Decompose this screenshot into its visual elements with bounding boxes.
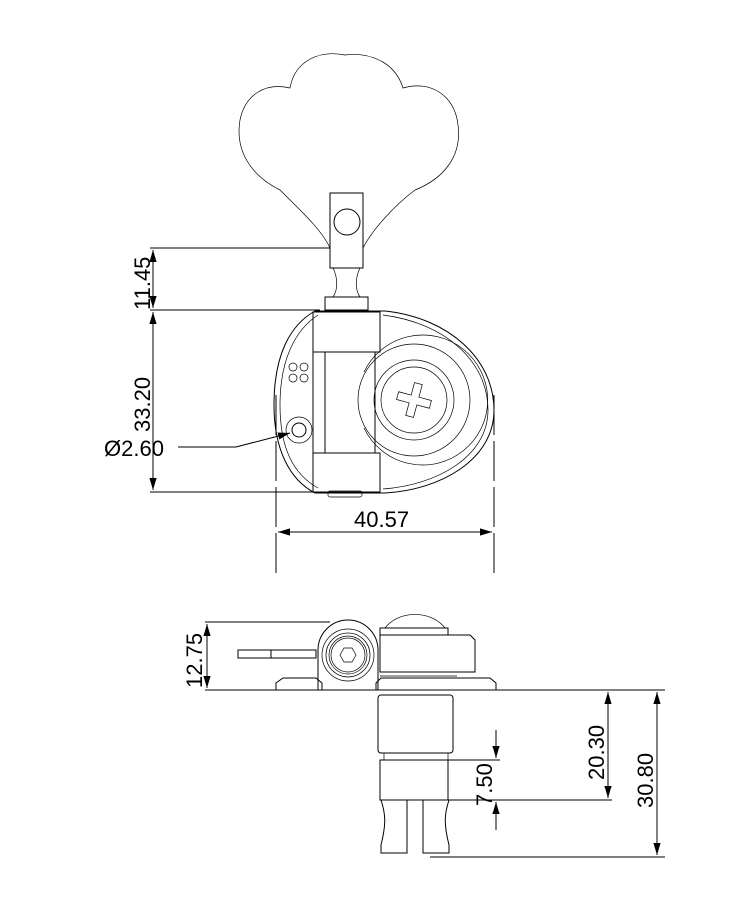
housing-outline <box>273 310 495 494</box>
bushing <box>377 694 454 754</box>
key-lever <box>237 649 272 659</box>
gear <box>357 334 488 466</box>
upper-bushing <box>312 311 381 353</box>
gear-housing <box>379 634 476 673</box>
mounting-hole <box>291 422 307 438</box>
bracket <box>317 619 379 690</box>
side-view: 12.75 20.30 30.80 7.50 <box>182 614 665 858</box>
key-hole <box>333 208 361 236</box>
lower-bushing <box>312 452 381 493</box>
dim-housing-width: 40.57 <box>354 507 409 532</box>
base-plate <box>375 677 497 691</box>
dim-hole-diameter: Ø2.60 <box>104 436 164 461</box>
hex-socket-icon <box>339 647 357 663</box>
dim-total-length: 30.80 <box>633 753 658 808</box>
dim-bushing-length: 20.30 <box>584 725 609 780</box>
key-shaft <box>329 192 364 269</box>
dim-side-height: 12.75 <box>182 633 207 688</box>
string-post <box>380 799 450 854</box>
post-band <box>379 759 449 801</box>
dim-post-slot: 7.50 <box>472 763 497 806</box>
gear-dome <box>384 614 446 629</box>
screw-cross-icon <box>396 382 432 418</box>
top-view: 11.45 33.20 Ø2.60 40.57 <box>104 53 495 578</box>
dim-housing-height: 33.20 <box>130 377 155 432</box>
tuner-key-button <box>238 53 459 249</box>
dim-post-height: 11.45 <box>130 257 155 310</box>
